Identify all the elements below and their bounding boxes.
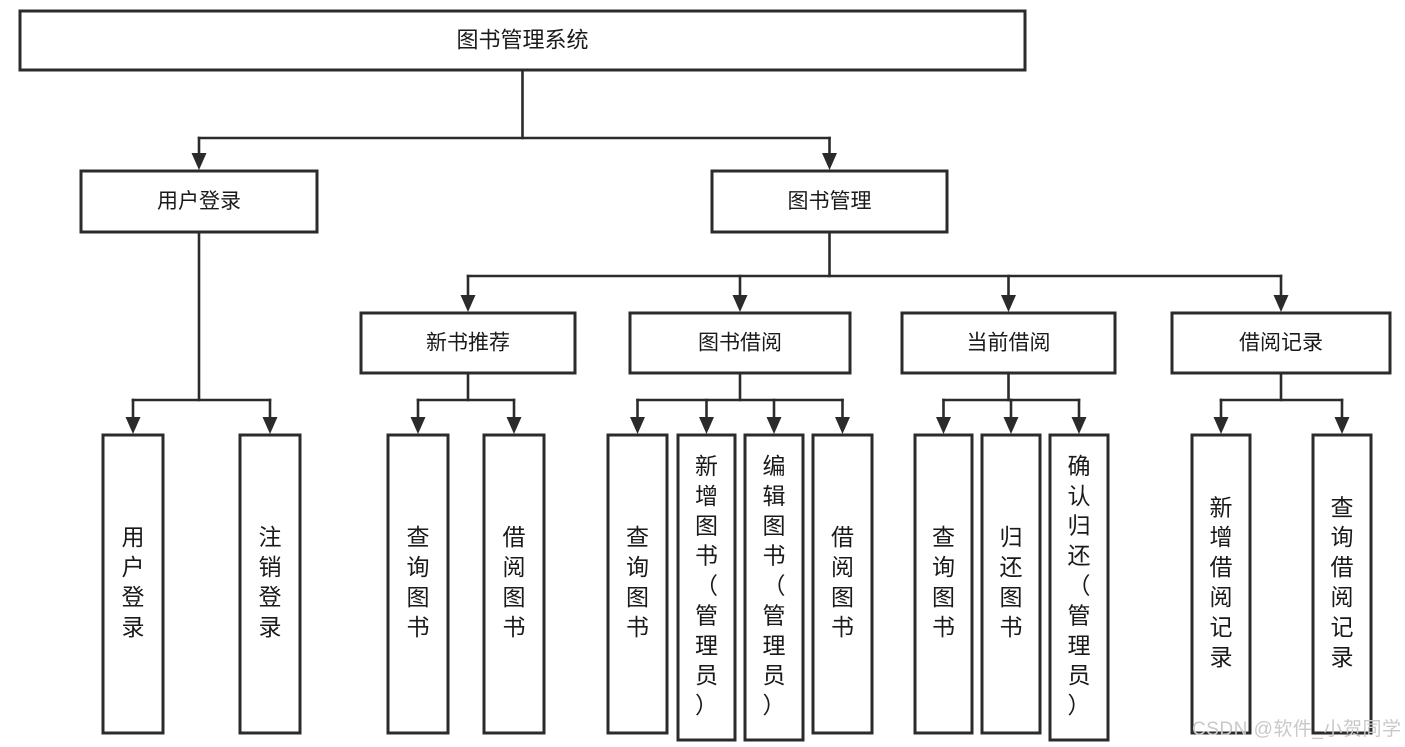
node-borrow-record[interactable]: 借阅记录 [1170, 311, 1392, 375]
arrowhead-icon [699, 417, 714, 434]
arrowhead-icon [732, 295, 748, 312]
node-leaf-borrow-book-2[interactable]: 借阅图书 [811, 433, 874, 735]
node-root-system[interactable]: 图书管理系统 [18, 9, 1027, 72]
node-leaf-query-book-3-label: 查询图书 [932, 524, 955, 640]
node-leaf-logout-box[interactable] [238, 433, 302, 735]
node-new-book-recommend[interactable]: 新书推荐 [359, 311, 577, 375]
node-borrow-record-box[interactable] [1170, 311, 1392, 375]
arrowhead-icon [630, 417, 645, 434]
arrowhead-icon [191, 153, 207, 170]
node-leaf-borrow-book-1-label: 借阅图书 [503, 524, 526, 640]
node-new-book-recommend-box[interactable] [359, 311, 577, 375]
node-leaf-borrow-book-2-box[interactable] [811, 433, 874, 735]
node-leaf-query-book-1-label: 查询图书 [407, 524, 430, 640]
node-root-system-box[interactable] [18, 9, 1027, 72]
node-leaf-return-book-box[interactable] [980, 433, 1042, 735]
node-leaf-edit-book-box[interactable] [743, 433, 805, 742]
arrowhead-icon [766, 417, 782, 434]
node-book-borrow-label: 图书借阅 [698, 332, 782, 355]
node-root-system-label: 图书管理系统 [456, 27, 588, 52]
arrowhead-icon [1071, 417, 1087, 434]
arrowhead-icon [125, 417, 141, 434]
node-leaf-add-book[interactable]: 新增图书（管理员） [676, 433, 737, 742]
node-user-login-label: 用户登录 [157, 190, 241, 213]
node-leaf-add-book-label: 新增图书（管理员） [695, 453, 718, 718]
node-leaf-edit-book-label: 编辑图书（管理员） [763, 453, 786, 718]
diagram-nodes: 图书管理系统用户登录图书管理新书推荐图书借阅当前借阅借阅记录用户登录注销登录查询… [18, 9, 1392, 742]
node-leaf-add-record[interactable]: 新增借阅记录 [1190, 433, 1252, 735]
connector-bookmanage-to-level2 [460, 230, 1289, 312]
node-leaf-confirm-return-box[interactable] [1048, 433, 1110, 742]
node-leaf-confirm-return[interactable]: 确认归还（管理员） [1048, 433, 1110, 742]
node-leaf-query-book-1[interactable]: 查询图书 [386, 433, 450, 735]
connector-root-to-level1 [191, 68, 837, 170]
node-leaf-return-book[interactable]: 归还图书 [980, 433, 1042, 735]
node-leaf-query-book-3[interactable]: 查询图书 [913, 433, 974, 735]
node-book-manage[interactable]: 图书管理 [710, 169, 949, 234]
node-leaf-user-login-box[interactable] [101, 433, 165, 735]
arrowhead-icon [410, 417, 426, 434]
node-leaf-add-record-box[interactable] [1190, 433, 1252, 735]
node-leaf-borrow-book-2-label: 借阅图书 [831, 524, 854, 640]
node-user-login[interactable]: 用户登录 [79, 169, 319, 234]
arrowhead-icon [1334, 417, 1350, 434]
node-book-manage-label: 图书管理 [788, 190, 872, 213]
node-leaf-query-record-box[interactable] [1311, 433, 1373, 735]
node-leaf-logout-label: 注销登录 [259, 524, 282, 640]
arrowhead-icon [506, 417, 522, 434]
node-leaf-query-book-1-box[interactable] [386, 433, 450, 735]
node-leaf-logout[interactable]: 注销登录 [238, 433, 302, 735]
node-current-borrow-box[interactable] [900, 311, 1117, 375]
node-leaf-query-book-2-label: 查询图书 [626, 524, 649, 640]
node-leaf-borrow-book-1[interactable]: 借阅图书 [482, 433, 546, 735]
arrowhead-icon [936, 417, 951, 434]
node-leaf-add-record-label: 新增借阅记录 [1210, 494, 1233, 670]
connector-userlogin-to-leaves [125, 230, 278, 434]
arrowhead-icon [822, 153, 837, 170]
arrowhead-icon [262, 417, 278, 434]
connector-record-to-leaves [1213, 371, 1350, 434]
arrowhead-icon [1003, 417, 1019, 434]
csdn-watermark: CSDN @软件_小贺同学 [1192, 719, 1402, 740]
node-leaf-query-book-3-box[interactable] [913, 433, 974, 735]
node-current-borrow[interactable]: 当前借阅 [900, 311, 1117, 375]
arrowhead-icon [1273, 295, 1289, 312]
node-leaf-query-book-2[interactable]: 查询图书 [606, 433, 669, 735]
connector-edges [125, 68, 1350, 434]
connector-borrow-to-leaves [630, 371, 850, 434]
node-leaf-user-login-label: 用户登录 [122, 524, 145, 640]
node-leaf-query-record-label: 查询借阅记录 [1331, 494, 1354, 670]
arrowhead-icon [1001, 295, 1016, 312]
node-leaf-return-book-label: 归还图书 [1000, 524, 1023, 640]
arrowhead-icon [1213, 417, 1229, 434]
node-borrow-record-label: 借阅记录 [1239, 332, 1323, 355]
node-current-borrow-label: 当前借阅 [967, 332, 1051, 355]
node-book-borrow[interactable]: 图书借阅 [628, 311, 852, 375]
node-leaf-query-book-2-box[interactable] [606, 433, 669, 735]
node-leaf-user-login[interactable]: 用户登录 [101, 433, 165, 735]
arrowhead-icon [835, 417, 850, 434]
connector-current-to-leaves [936, 371, 1087, 434]
node-book-manage-box[interactable] [710, 169, 949, 234]
connector-recommend-to-leaves [410, 371, 522, 434]
node-leaf-borrow-book-1-box[interactable] [482, 433, 546, 735]
node-leaf-edit-book[interactable]: 编辑图书（管理员） [743, 433, 805, 742]
node-leaf-query-record[interactable]: 查询借阅记录 [1311, 433, 1373, 735]
arrowhead-icon [460, 295, 476, 312]
node-leaf-add-book-box[interactable] [676, 433, 737, 742]
node-new-book-recommend-label: 新书推荐 [426, 332, 510, 355]
node-book-borrow-box[interactable] [628, 311, 852, 375]
node-leaf-confirm-return-label: 确认归还（管理员） [1068, 453, 1091, 718]
node-user-login-box[interactable] [79, 169, 319, 234]
